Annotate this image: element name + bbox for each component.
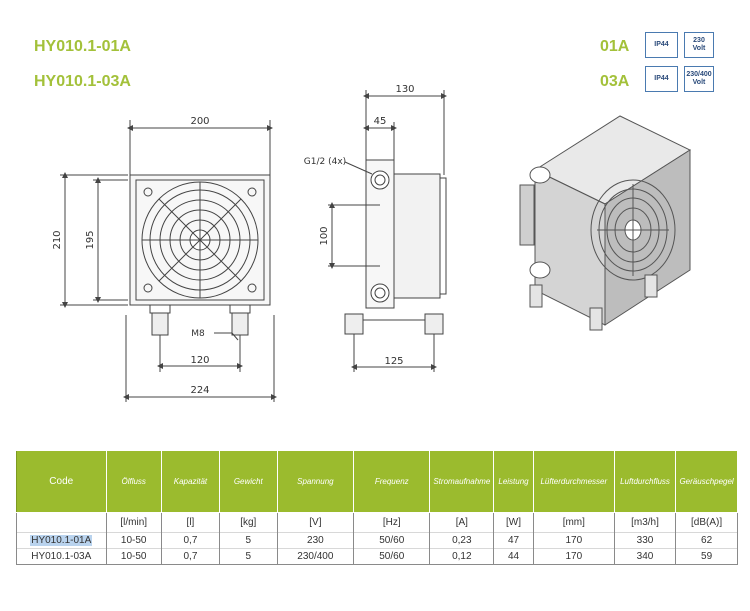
table-cell: 59 bbox=[675, 548, 738, 565]
front-view bbox=[60, 120, 277, 402]
port-spacing-label: 100 bbox=[319, 226, 330, 245]
col-header-weight: Gewicht bbox=[218, 450, 278, 513]
table-cell: 47 bbox=[493, 532, 534, 549]
protection-badge-03a: IP44 bbox=[645, 66, 678, 92]
side-view bbox=[328, 90, 447, 372]
base-width-label: 224 bbox=[190, 385, 209, 396]
col-header-oil-flow: Ölfluss bbox=[105, 450, 162, 513]
unit-cell: [mm] bbox=[532, 512, 615, 533]
unit-cell: [W] bbox=[493, 512, 534, 533]
table-row: HY010.1-03A 10-50 0,7 5 230/400 50/60 0,… bbox=[16, 548, 738, 565]
variant-code-01a: 01A bbox=[600, 38, 630, 55]
unit-cell: [Hz] bbox=[353, 512, 431, 533]
table-cell: 0,7 bbox=[160, 548, 220, 565]
col-header-code: Code bbox=[16, 450, 107, 513]
model-title-03a: HY010.1-03A bbox=[34, 73, 131, 90]
table-cell: 62 bbox=[675, 532, 738, 549]
spec-table: Code Ölfluss Kapazität Gewicht Spannung … bbox=[16, 450, 738, 565]
table-cell: 44 bbox=[493, 548, 534, 565]
front-width-label: 200 bbox=[190, 116, 209, 127]
thread-label: M8 bbox=[191, 329, 205, 339]
col-header-capacity: Kapazität bbox=[160, 450, 220, 513]
col-header-current: Stromaufnahme bbox=[429, 450, 495, 513]
table-cell: 0,12 bbox=[429, 548, 495, 565]
foot-depth-label: 125 bbox=[384, 356, 403, 367]
table-cell: 330 bbox=[613, 532, 677, 549]
unit-cell: [l] bbox=[160, 512, 220, 533]
col-header-airflow: Luftdurchfluss bbox=[613, 450, 677, 513]
table-cell: 170 bbox=[532, 532, 615, 549]
table-cell: 5 bbox=[218, 532, 278, 549]
front-height-outer-label: 210 bbox=[52, 230, 63, 249]
table-cell: 340 bbox=[613, 548, 677, 565]
unit-cell: [A] bbox=[429, 512, 495, 533]
table-cell: 10-50 bbox=[105, 548, 162, 565]
col-header-fan-diameter: Lüfterdurchmesser bbox=[532, 450, 615, 513]
port-offset-label: 45 bbox=[374, 116, 387, 127]
table-cell: 50/60 bbox=[353, 532, 431, 549]
unit-cell: [m3/h] bbox=[613, 512, 677, 533]
table-row: HY010.1-01A 10-50 0,7 5 230 50/60 0,23 4… bbox=[16, 532, 738, 549]
table-cell: 170 bbox=[532, 548, 615, 565]
unit-cell bbox=[16, 512, 107, 533]
table-cell: 0,7 bbox=[160, 532, 220, 549]
foot-spacing-label: 120 bbox=[190, 355, 209, 366]
unit-cell: [kg] bbox=[218, 512, 278, 533]
selected-code-text[interactable]: HY010.1-01A bbox=[30, 535, 93, 546]
technical-drawing: 200 210 195 M8 120 224 130 bbox=[52, 84, 692, 402]
protection-badge-01a: IP44 bbox=[645, 32, 678, 58]
table-cell-code: HY010.1-03A bbox=[16, 548, 107, 565]
front-height-inner-label: 195 bbox=[85, 230, 96, 249]
variant-code-03a: 03A bbox=[600, 73, 630, 90]
side-depth-label: 130 bbox=[395, 84, 414, 95]
table-cell: 230/400 bbox=[276, 548, 355, 565]
col-header-frequency: Frequenz bbox=[353, 450, 431, 513]
col-header-voltage: Spannung bbox=[276, 450, 355, 513]
col-header-noise: Geräuschpegel bbox=[675, 450, 738, 513]
table-cell: 230 bbox=[276, 532, 355, 549]
port-thread-label: G1/2 (4x) bbox=[304, 157, 346, 167]
table-cell: 5 bbox=[218, 548, 278, 565]
isometric-view bbox=[519, 115, 692, 331]
col-header-power: Leistung bbox=[493, 450, 534, 513]
unit-cell: [dB(A)] bbox=[675, 512, 738, 533]
table-cell-code[interactable]: HY010.1-01A bbox=[16, 532, 107, 549]
table-header-row: Code Ölfluss Kapazität Gewicht Spannung … bbox=[16, 450, 738, 513]
unit-cell: [l/min] bbox=[105, 512, 162, 533]
table-cell: 50/60 bbox=[353, 548, 431, 565]
model-title-01a: HY010.1-01A bbox=[34, 38, 131, 55]
units-row: [l/min] [l] [kg] [V] [Hz] [A] [W] [mm] [… bbox=[16, 512, 738, 533]
table-cell: 10-50 bbox=[105, 532, 162, 549]
table-cell: 0,23 bbox=[429, 532, 495, 549]
unit-cell: [V] bbox=[276, 512, 355, 533]
